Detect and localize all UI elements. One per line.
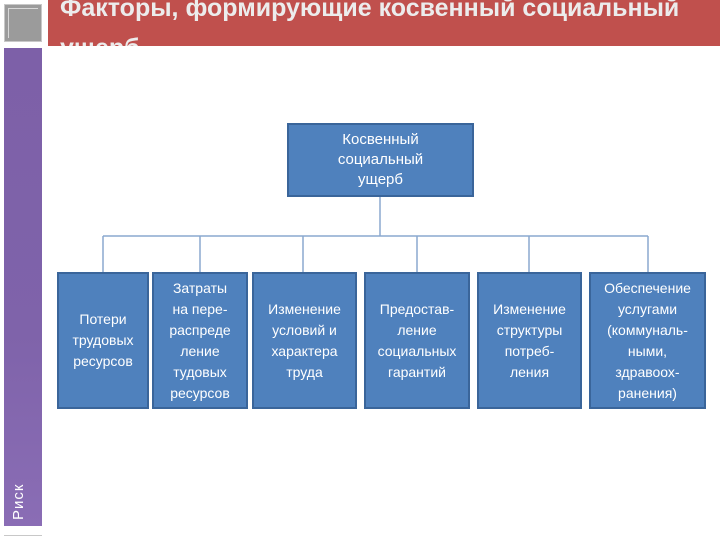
- title-bar: Факторы, формирующие косвенный социальны…: [48, 0, 720, 46]
- child-node-social-guarantees: Предостав- ление социальных гарантий: [364, 272, 470, 409]
- child-node-redistribution-costs: Затраты на пере- распреде ление тудовых …: [152, 272, 248, 409]
- child-node-labor-loss: Потери трудовых ресурсов: [57, 272, 149, 409]
- root-node-label: Косвенный социальный ущерб: [337, 131, 424, 188]
- child-node-working-conditions: Изменение условий и характера труда: [252, 272, 357, 409]
- child-node-services-provision: Обеспечение услугами (коммуналь- ными, з…: [589, 272, 706, 409]
- slide-title: Факторы, формирующие косвенный социальны…: [60, 0, 680, 46]
- root-node: Косвенный социальный ущерб: [287, 123, 474, 197]
- divider: [4, 535, 42, 536]
- side-bar: [4, 48, 42, 526]
- corner-decoration: [4, 4, 42, 42]
- child-node-consumption-structure: Изменение структуры потреб- ления: [477, 272, 582, 409]
